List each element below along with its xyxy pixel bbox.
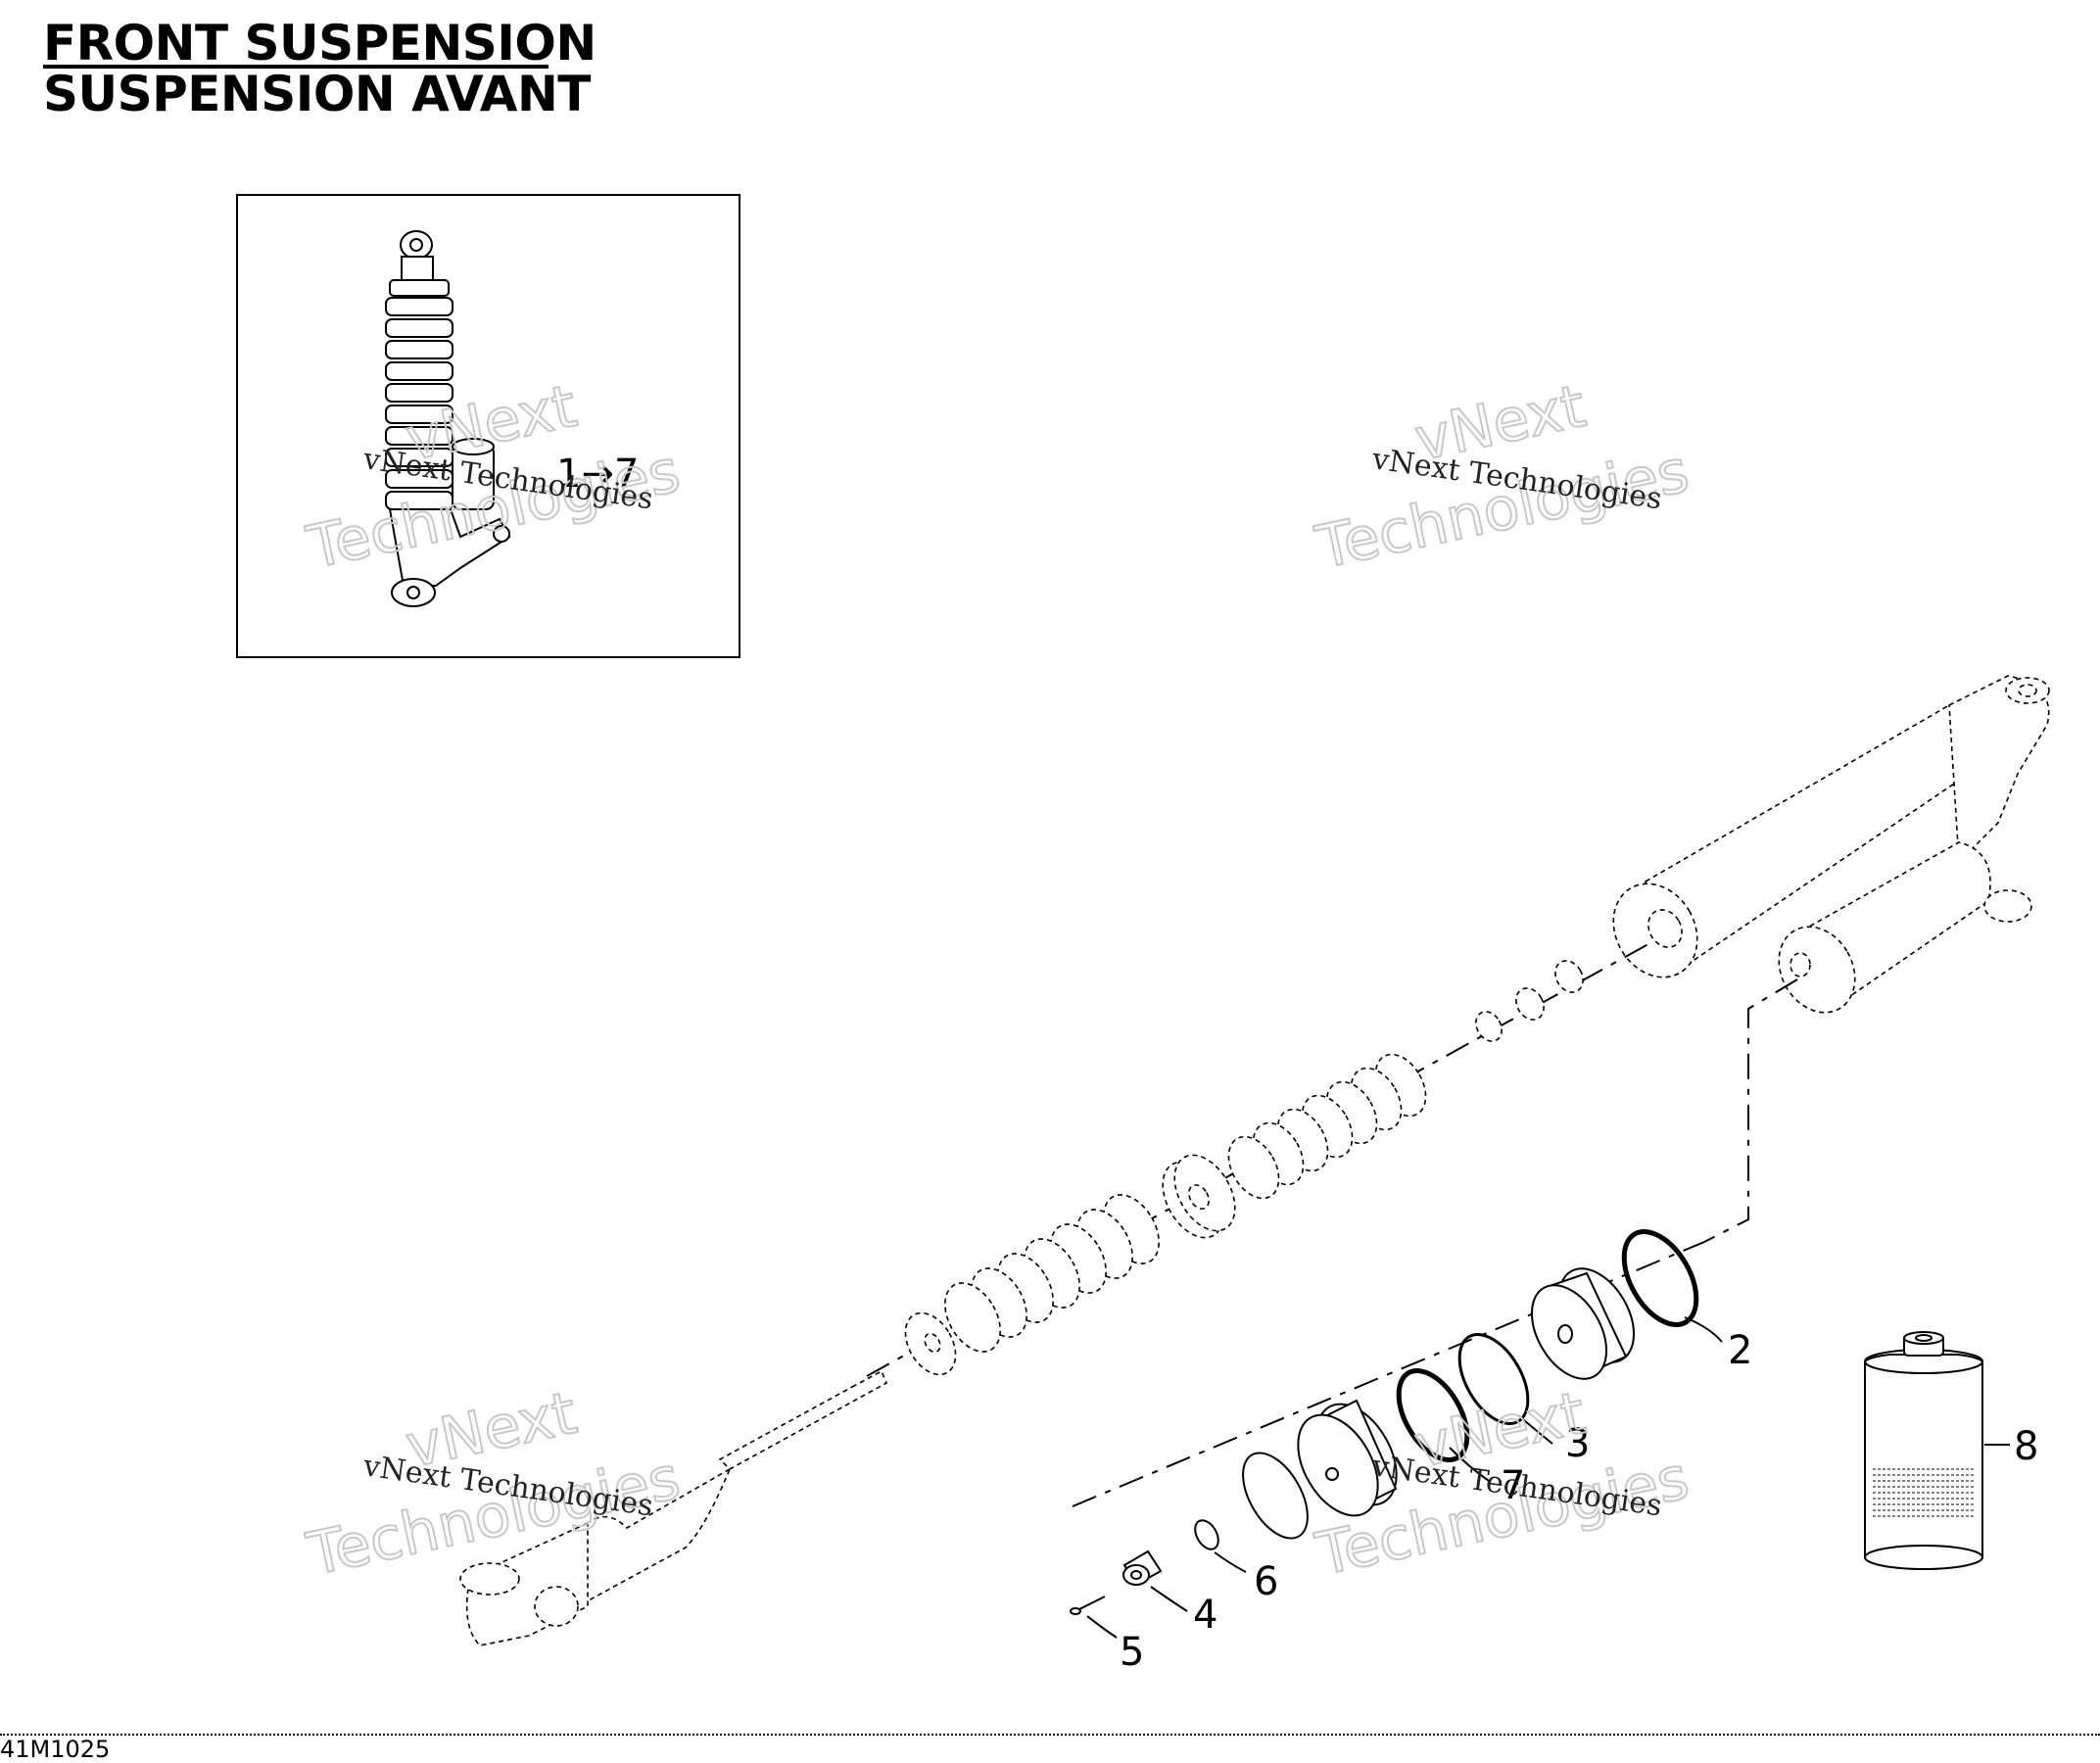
o-ring-3 [1457,1332,1530,1426]
diagram-code: 41M1025 [0,1736,111,1763]
valve-nut-4 [1122,1549,1163,1587]
footer-rule [0,1734,2100,1736]
callout-3: 3 [1565,1421,1590,1466]
valve-core-5 [1070,1596,1106,1615]
assembled-shock-inset [236,194,740,658]
reservoir-piston [1531,1267,1635,1380]
callout-2: 2 [1728,1328,1752,1373]
oil-bottle-8 [1864,1331,1983,1570]
inset-callout-1-to-7: 1→7 [556,452,639,497]
callout-6: 6 [1254,1559,1278,1604]
callout-5: 5 [1120,1630,1144,1675]
callout-4: 4 [1193,1593,1217,1638]
page-title-english: FRONT SUSPENSION [43,15,597,71]
small-o-ring-6 [1194,1519,1219,1550]
leader-lines [1086,1316,2010,1639]
spring-shaft-assembly [459,939,1656,1646]
reservoir-connector-line [1703,978,1798,1243]
o-ring-2 [1621,1229,1699,1327]
diaphragm [1242,1452,1309,1540]
page-title-french: SUSPENSION AVANT [43,66,591,122]
callout-8: 8 [2014,1424,2038,1469]
callout-7: 7 [1501,1463,1525,1508]
o-ring-7 [1396,1367,1470,1463]
watermark-top-right: vNext Technologies vNext Technologies [1310,371,1696,584]
reservoir-cap [1297,1399,1398,1517]
shock-body-dashed [1612,675,2050,1014]
title-underline [43,65,549,69]
